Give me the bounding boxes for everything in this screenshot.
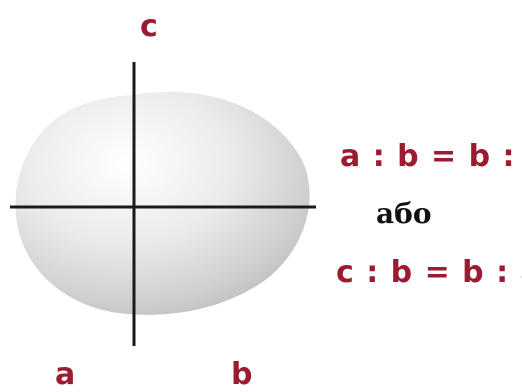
ratio-equation-2: c : b = b : a bbox=[336, 255, 522, 290]
axis-label-c: c bbox=[140, 9, 158, 44]
egg-shape bbox=[15, 91, 310, 315]
axis-label-b: b bbox=[231, 357, 253, 392]
ratio-equation-1: a : b = b : c bbox=[340, 139, 522, 174]
conjunction-text: або bbox=[376, 197, 432, 230]
axis-label-a: a bbox=[55, 357, 76, 392]
